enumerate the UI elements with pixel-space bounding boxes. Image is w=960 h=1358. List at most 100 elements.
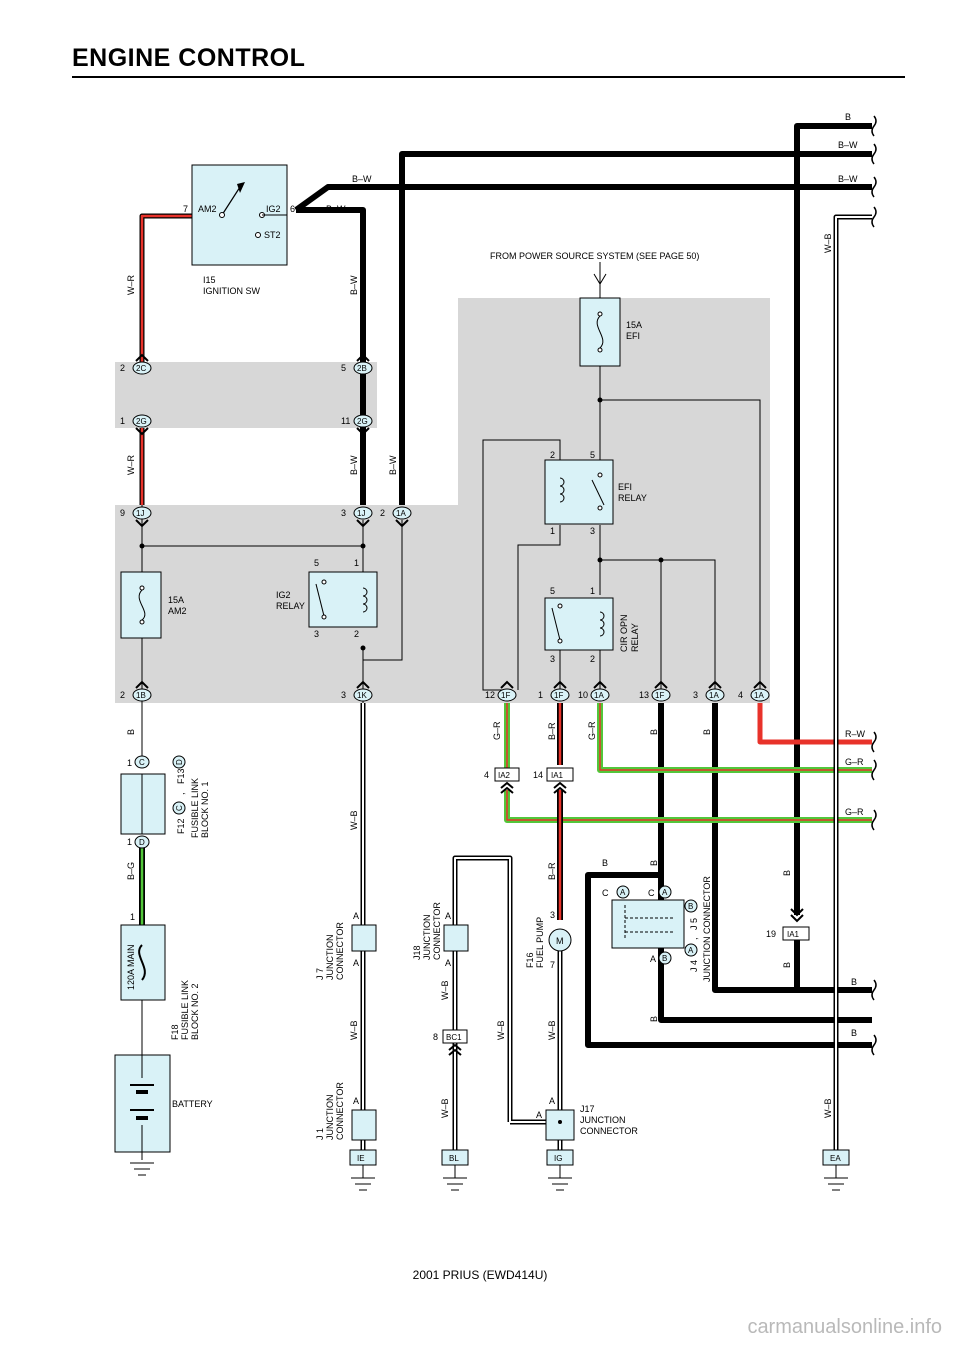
svg-text:G–R: G–R — [587, 721, 597, 740]
svg-text:1J: 1J — [357, 509, 365, 518]
svg-text:A: A — [353, 911, 359, 921]
svg-text:1F: 1F — [554, 691, 563, 700]
svg-text:EFI: EFI — [626, 331, 640, 341]
svg-text:1K: 1K — [357, 691, 367, 700]
svg-text:A: A — [353, 958, 359, 968]
svg-text:JUNCTION CONNECTOR: JUNCTION CONNECTOR — [702, 876, 712, 982]
svg-text:7: 7 — [550, 960, 555, 970]
svg-text:W–B: W–B — [440, 1098, 450, 1118]
svg-text:W–B: W–B — [496, 1020, 506, 1040]
svg-text:2: 2 — [550, 450, 555, 460]
ground-ig: IG — [546, 1149, 574, 1191]
svg-text:FROM POWER SOURCE SYSTEM (SEE: FROM POWER SOURCE SYSTEM (SEE PAGE 50) — [490, 251, 699, 261]
ig2-relay: 5 1 3 2 IG2 RELAY — [276, 558, 378, 639]
connector-c2C: 2C2 — [120, 353, 152, 375]
svg-text:B: B — [126, 729, 136, 735]
connector-c2B: 2B5 — [341, 353, 373, 375]
svg-text:2: 2 — [380, 508, 385, 518]
power-source: FROM POWER SOURCE SYSTEM (SEE PAGE 50) — [490, 251, 699, 285]
svg-text:5: 5 — [314, 558, 319, 568]
svg-text:B: B — [602, 858, 608, 868]
wire-gr — [504, 703, 872, 823]
svg-text:3: 3 — [550, 654, 555, 664]
fuse-efi: 15A EFI — [579, 297, 642, 367]
svg-text:W–B: W–B — [823, 1098, 833, 1118]
svg-text:IG2: IG2 — [266, 204, 281, 214]
svg-text:1: 1 — [127, 837, 132, 847]
wire-bw-2 — [294, 184, 872, 213]
svg-text:A: A — [688, 946, 694, 955]
svg-text:B: B — [702, 729, 712, 735]
wire-b-main — [794, 123, 872, 915]
footer: 2001 PRIUS (EWD414U) — [412, 1268, 548, 1282]
ground-ea: EA — [822, 1149, 850, 1191]
shaded-areas — [115, 298, 770, 703]
fusible-link-2: 120A MAIN 1 F18 FUSIBLE LINK BLOCK NO. 2 — [120, 912, 200, 1040]
svg-text:19: 19 — [766, 929, 776, 939]
svg-text:A: A — [445, 911, 451, 921]
fusible-link-1: F12 , F13 FUSIBLE LINK BLOCK NO. 1 1 1 — [120, 758, 210, 847]
svg-text:RELAY: RELAY — [618, 493, 647, 503]
svg-text:1B: 1B — [136, 691, 146, 700]
svg-text:120A MAIN: 120A MAIN — [126, 944, 136, 990]
junction-j17: A A J17 JUNCTION CONNECTOR — [536, 1096, 638, 1141]
svg-text:2: 2 — [354, 629, 359, 639]
svg-text:F12: F12 — [176, 818, 186, 834]
wire-b-lower1 — [658, 703, 872, 1023]
fuel-pump: M 3 7 F16 FUEL PUMP — [525, 910, 572, 970]
svg-text:3: 3 — [314, 629, 319, 639]
connector-c1A_t: 1A2 — [380, 506, 412, 528]
svg-text:B: B — [851, 977, 857, 987]
svg-text:11: 11 — [341, 416, 350, 426]
pin-D — [134, 835, 150, 849]
svg-text:RELAY: RELAY — [276, 601, 305, 611]
svg-text:2: 2 — [120, 363, 125, 373]
svg-text:G–R: G–R — [845, 807, 864, 817]
wire-bw-ig2 — [296, 207, 366, 505]
svg-text:I15: I15 — [203, 275, 216, 285]
svg-text:W–B: W–B — [349, 1020, 359, 1040]
svg-text:15A: 15A — [168, 595, 184, 605]
svg-text:1F: 1F — [501, 691, 510, 700]
svg-text:B–W: B–W — [838, 140, 858, 150]
ground-ie: IE — [349, 1149, 377, 1191]
svg-text:B–W: B–W — [349, 455, 359, 475]
svg-text:3: 3 — [341, 508, 346, 518]
svg-text:4: 4 — [738, 690, 743, 700]
svg-text:BATTERY: BATTERY — [172, 1099, 213, 1109]
svg-text:C: C — [175, 805, 184, 811]
connector-c1F_b: 1F1 — [538, 680, 570, 702]
junction-j18: A A J18 JUNCTION CONNECTOR — [412, 902, 469, 968]
shade-main — [115, 505, 770, 703]
svg-text:A: A — [549, 1096, 555, 1106]
svg-text:D: D — [175, 759, 184, 765]
svg-text:RELAY: RELAY — [630, 623, 640, 652]
cir-opn-relay: 5 1 3 2 CIR OPN RELAY — [544, 586, 640, 664]
connector-c1A_b: 1A3 — [693, 680, 725, 702]
svg-text:B–W: B–W — [352, 174, 372, 184]
connector-c1K: 1K3 — [341, 680, 373, 702]
svg-text:BL: BL — [449, 1154, 459, 1163]
svg-text:IG2: IG2 — [276, 590, 291, 600]
svg-text:A: A — [620, 888, 626, 897]
svg-text:W–B: W–B — [349, 810, 359, 830]
svg-text:1: 1 — [120, 416, 125, 426]
svg-text:EA: EA — [830, 1154, 841, 1163]
svg-text:9: 9 — [120, 508, 125, 518]
svg-text:ST2: ST2 — [264, 230, 281, 240]
efi-relay: 2 5 1 3 EFI RELAY — [544, 450, 647, 536]
svg-text:10: 10 — [578, 690, 588, 700]
svg-text:6: 6 — [290, 204, 295, 214]
svg-text:BLOCK NO. 1: BLOCK NO. 1 — [200, 781, 210, 838]
svg-text:IE: IE — [357, 1154, 365, 1163]
ignition-switch: AM2 IG2 ST2 7 6 I15 IGNITION SW — [183, 164, 295, 296]
svg-text:3: 3 — [590, 526, 595, 536]
svg-text:B: B — [649, 729, 659, 735]
svg-text:5: 5 — [341, 363, 346, 373]
svg-text:A: A — [650, 954, 656, 964]
svg-text:IA1: IA1 — [787, 930, 800, 939]
svg-text:J 4: J 4 — [689, 960, 699, 972]
